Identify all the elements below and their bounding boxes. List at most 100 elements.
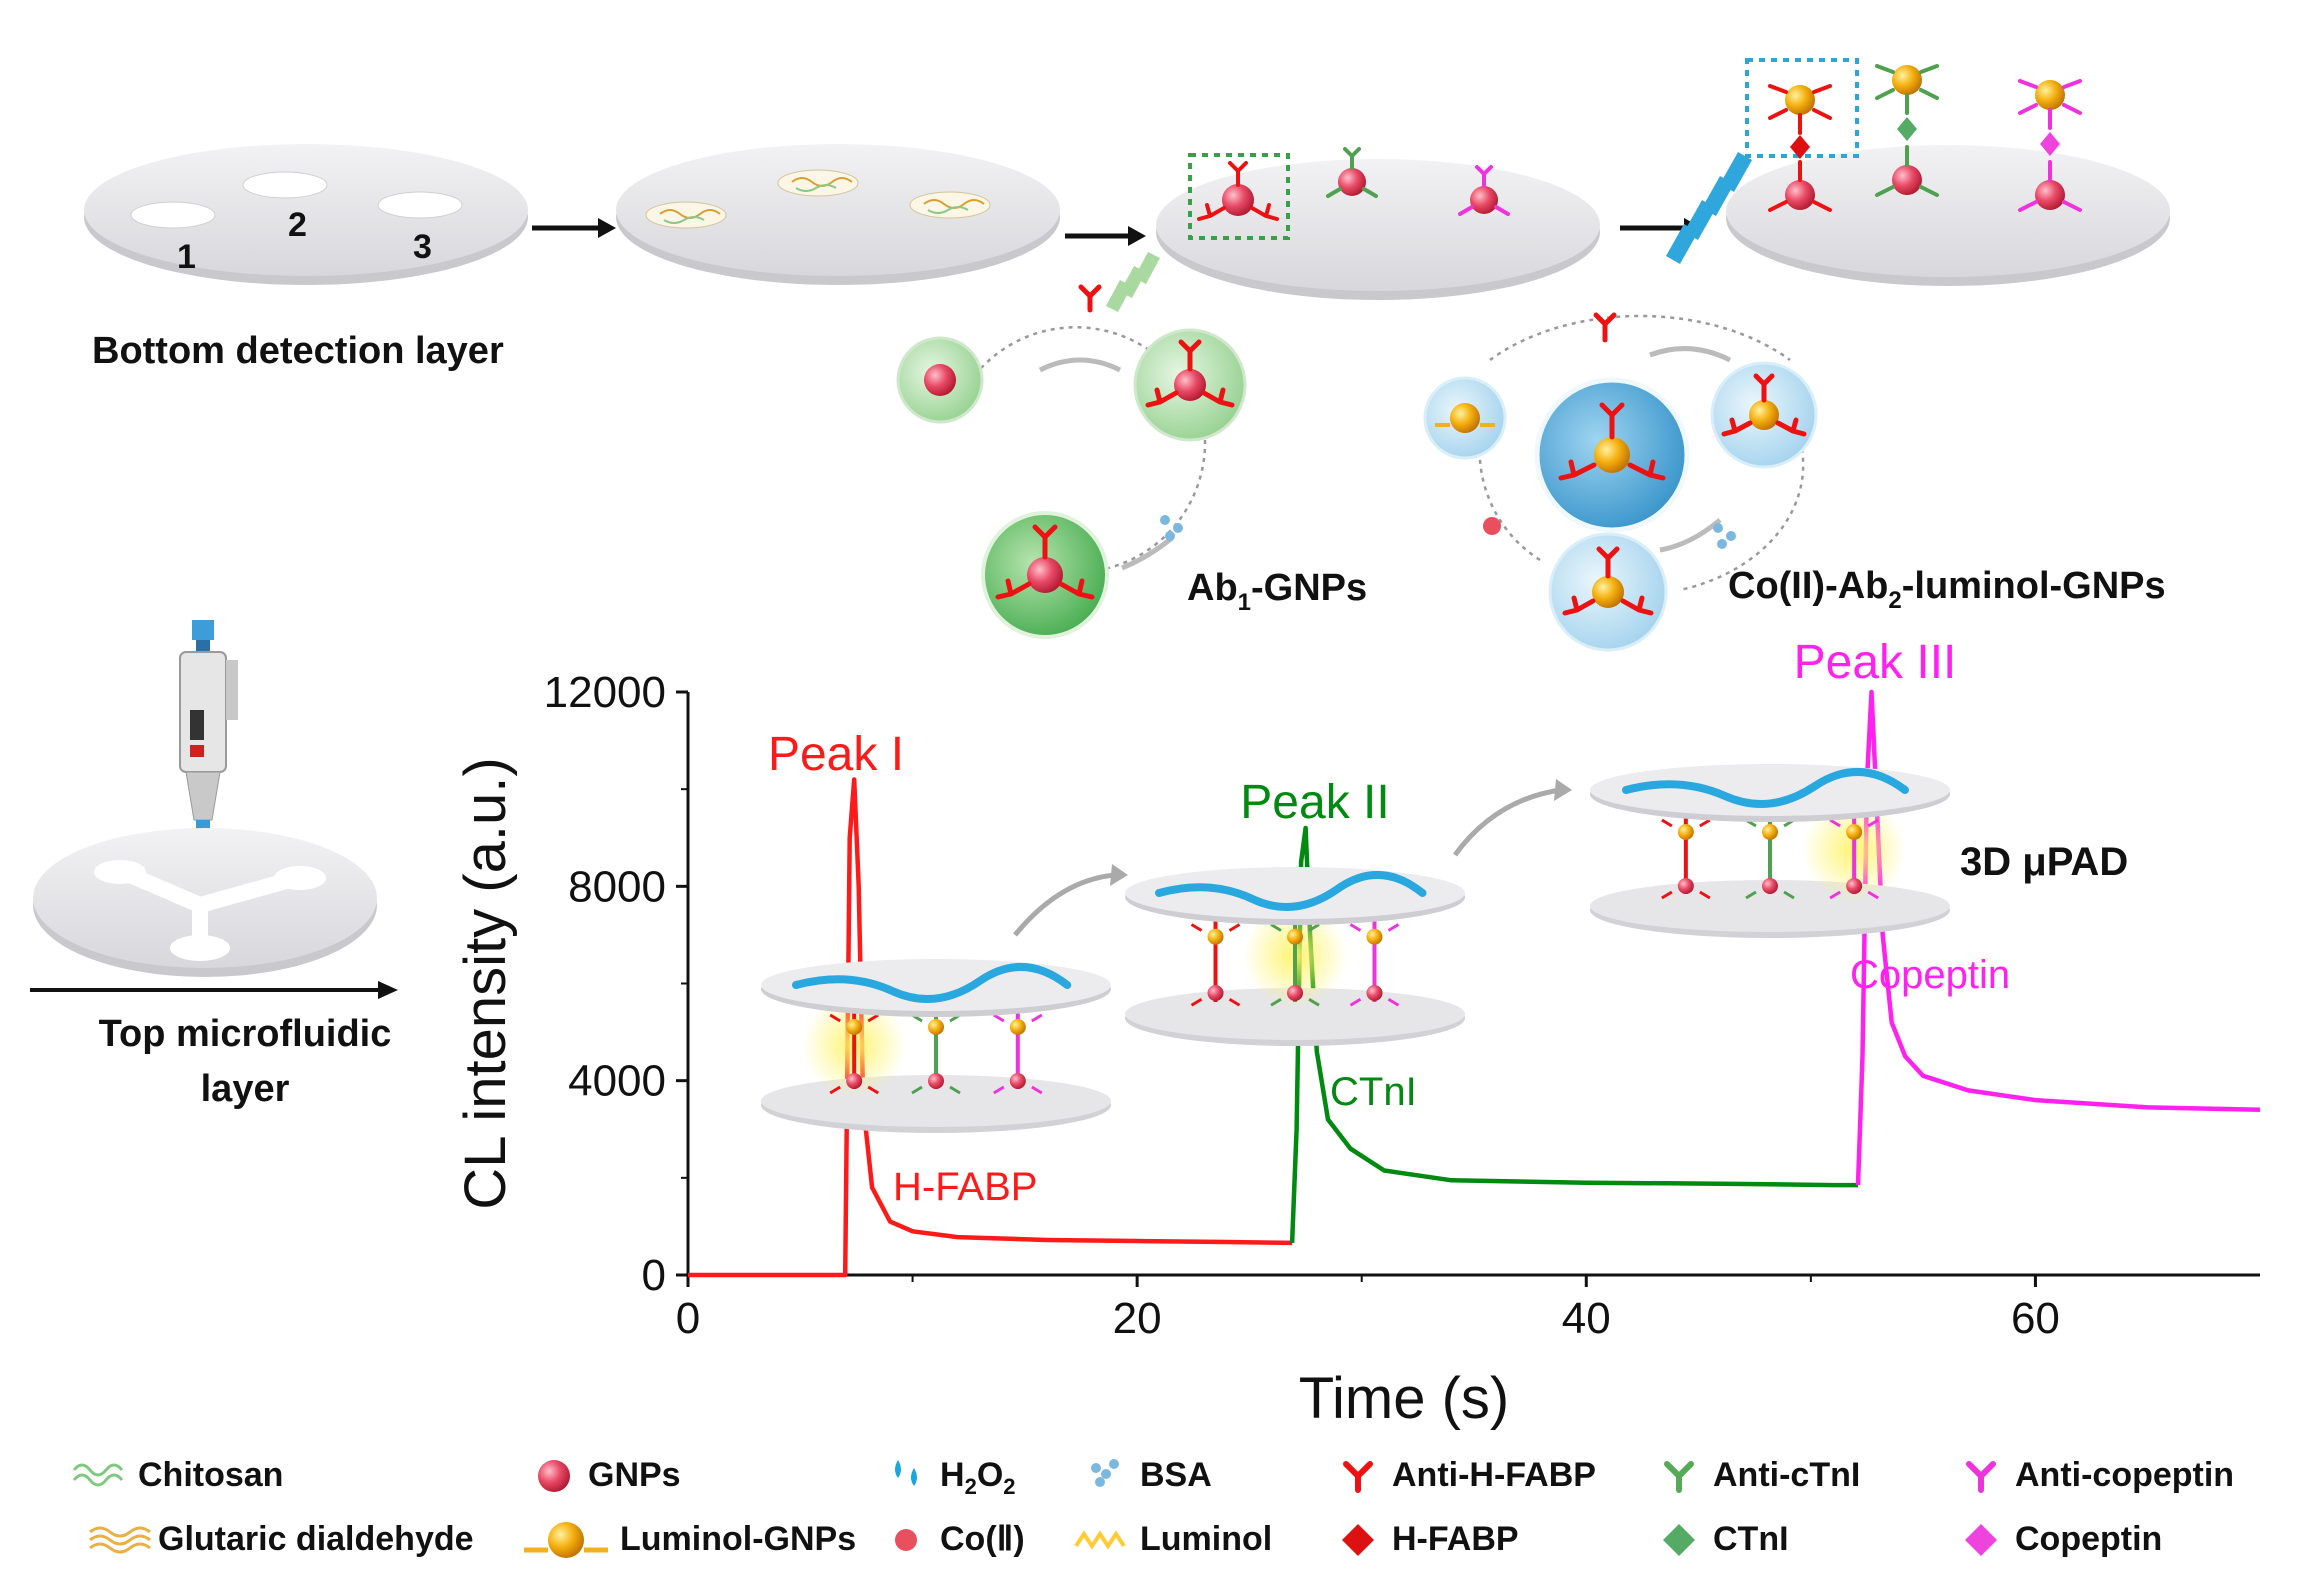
luminol-gnp-icon — [524, 1522, 608, 1558]
legend: Chitosan GNPs H2O2 BSA Anti-H-FABP Anti-cTnI A… — [72, 1456, 2234, 1558]
legend-label: Copeptin — [2015, 1520, 2162, 1558]
legend-item-9: Luminol-GNPs — [524, 1520, 856, 1558]
sandwich-ctni-icon — [1875, 64, 1939, 197]
legend-item-4: BSA — [1091, 1456, 1212, 1494]
inset-arrowhead-2 — [1554, 779, 1572, 801]
x-tick-label: 40 — [1562, 1294, 1611, 1343]
inset-3d-upad-label: 3D μPAD — [1960, 840, 2128, 884]
legend-item-7: Anti-copeptin — [1966, 1456, 2234, 1494]
legend-item-13: CTnI — [1663, 1520, 1789, 1558]
arrow-1 — [532, 218, 616, 238]
x-tick-label: 60 — [2011, 1294, 2060, 1343]
disc-step-2 — [616, 144, 1060, 285]
series-name-1: H-FABP — [893, 1165, 1037, 1209]
top-layer-label-line2: layer — [201, 1068, 290, 1110]
series-line-3 — [1855, 689, 2261, 1186]
hfabp-icon — [1342, 1524, 1374, 1556]
y-tick-label: 12000 — [544, 668, 666, 717]
microfluidic-layer-disc — [33, 828, 377, 977]
inset-arrow-1 — [1013, 872, 1116, 937]
chart-text: Time (s) CL intensity (a.u.) Peak I H-FABP P… — [453, 636, 2128, 1431]
anti-ctni-icon — [1664, 1461, 1694, 1493]
legend-label: Luminol — [1140, 1520, 1272, 1558]
peak-label-3: Peak III — [1794, 636, 1957, 689]
blue-chevron-pointer — [1666, 152, 1752, 264]
legend-item-3: H2O2 — [895, 1456, 1016, 1499]
anti-hfabp-icon — [1343, 1461, 1373, 1493]
legend-item-11: Luminol — [1074, 1520, 1272, 1558]
bottom-detection-layer-label: Bottom detection layer — [92, 330, 504, 372]
legend-item-2: GNPs — [538, 1456, 681, 1494]
legend-label: Chitosan — [138, 1456, 283, 1494]
legend-label: Anti-H-FABP — [1392, 1456, 1596, 1494]
legend-label: H2O2 — [940, 1456, 1016, 1499]
left-arrow — [30, 981, 398, 999]
disc-step-4 — [1726, 58, 2170, 286]
sandwich-copeptin-icon — [2018, 79, 2082, 212]
legend-item-14: Copeptin — [1965, 1520, 2162, 1558]
legend-label: BSA — [1140, 1456, 1212, 1494]
well-label-3: 3 — [413, 228, 432, 266]
ab1-gnps-label: Ab1-GNPs — [1187, 567, 1367, 616]
y-tick-label: 4000 — [568, 1057, 666, 1106]
legend-label: Anti-cTnI — [1713, 1456, 1860, 1494]
inset-stack-peak-iii — [1590, 764, 1950, 938]
anti-ctni-gnp-icon — [1326, 147, 1378, 198]
cobalt-ion-icon — [1483, 517, 1501, 535]
inset-stack-peak-ii — [1125, 867, 1465, 1046]
ab1-gnp-icon — [1197, 161, 1279, 221]
top-layer-label-line1: Top microfluidic — [99, 1013, 392, 1055]
ab2-gnp-cycle — [1423, 312, 1818, 652]
well-label-2: 2 — [288, 206, 307, 244]
legend-label: H-FABP — [1392, 1520, 1519, 1558]
series-name-2: CTnI — [1330, 1070, 1417, 1114]
arrow-2 — [1065, 226, 1146, 246]
legend-label: GNPs — [588, 1456, 681, 1494]
chart-insets — [761, 764, 1950, 1133]
legend-label: Luminol-GNPs — [620, 1520, 856, 1558]
ab1-gnp-cycle — [896, 284, 1247, 639]
ctni-icon — [1663, 1524, 1695, 1556]
peak-label-2: Peak II — [1240, 776, 1389, 829]
inset-arrow-2 — [1452, 787, 1561, 857]
y-axis-label: CL intensity (a.u.) — [453, 757, 518, 1209]
disc-step-3 — [1156, 147, 1600, 300]
series-line-1 — [688, 777, 1293, 1278]
inset-stack-peak-i — [761, 959, 1111, 1133]
y-tick-label: 0 — [642, 1251, 666, 1300]
green-chevron-pointer — [1106, 252, 1160, 312]
legend-item-10: Co(Ⅱ) — [895, 1520, 1025, 1558]
legend-item-1: Chitosan — [72, 1456, 283, 1494]
chitosan-icon — [72, 1463, 124, 1487]
peak-label-1: Peak I — [768, 728, 904, 781]
ab2-luminol-gnps-label: Co(II)-Ab2-luminol-GNPs — [1728, 565, 2166, 614]
luminol-icon — [1074, 1530, 1126, 1550]
legend-item-6: Anti-cTnI — [1664, 1456, 1860, 1494]
bsa-icon — [1091, 1459, 1119, 1487]
sandwich-hfabp-icon — [1768, 84, 1832, 212]
x-axis-label: Time (s) — [1299, 1366, 1509, 1431]
legend-label: Glutaric dialdehyde — [158, 1520, 474, 1558]
legend-item-8: Glutaric dialdehyde — [89, 1520, 474, 1558]
h2o2-icon — [895, 1460, 917, 1486]
gnp-icon — [538, 1460, 570, 1492]
legend-label: CTnI — [1713, 1520, 1789, 1558]
x-tick-label: 20 — [1113, 1294, 1162, 1343]
well-label-1: 1 — [177, 238, 196, 276]
series-line-2 — [1289, 825, 1858, 1243]
legend-item-5: Anti-H-FABP — [1343, 1456, 1596, 1494]
disc-step-1: 1 2 3 — [84, 144, 528, 285]
legend-label: Co(Ⅱ) — [940, 1520, 1025, 1558]
series-name-3: Copeptin — [1850, 953, 2010, 997]
x-tick-label: 0 — [676, 1294, 700, 1343]
cobalt-icon — [895, 1529, 917, 1551]
y-tick-label: 8000 — [568, 862, 666, 911]
cl-intensity-chart: 0 20 40 60 0 4000 8000 12000 Time (s) CL intensi… — [453, 636, 2261, 1431]
pipette-icon — [179, 620, 238, 910]
inset-arrowhead-1 — [1110, 864, 1128, 886]
chart-axes: 0 20 40 60 0 4000 8000 12000 — [544, 668, 2260, 1343]
anti-copeptin-icon — [1966, 1461, 1996, 1493]
legend-label: Anti-copeptin — [2015, 1456, 2234, 1494]
legend-item-12: H-FABP — [1342, 1520, 1519, 1558]
